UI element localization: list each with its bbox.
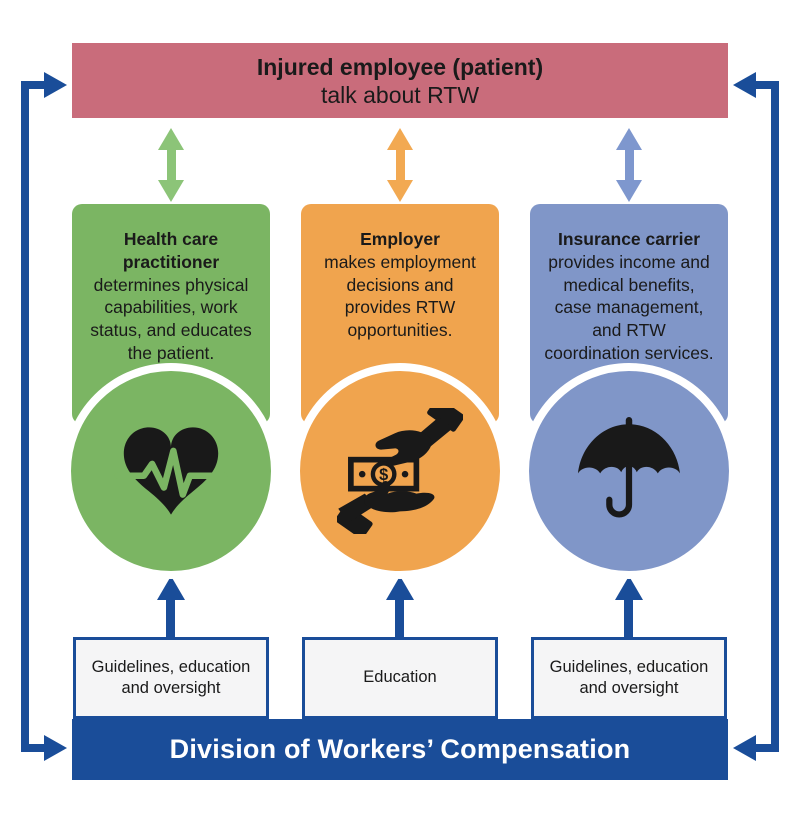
feedback-box-insurance: Guidelines, education and oversight	[531, 637, 727, 719]
feedback-box-label: Education	[363, 668, 437, 687]
feedback-box-employer: Education	[302, 637, 498, 719]
receiving-hand-icon	[337, 481, 435, 534]
arrowhead-down-icon	[616, 180, 642, 202]
up-arrow-stem	[624, 600, 633, 640]
injured-employee-banner-subtitle: talk about RTW	[320, 81, 480, 108]
employer-circle: $	[292, 363, 508, 579]
division-workers-compensation-banner: Division of Workers’ Compensation	[72, 719, 728, 780]
giving-hand-icon	[375, 408, 463, 467]
feedback-box-practitioner: Guidelines, education and oversight	[73, 637, 269, 719]
arrow-stem	[395, 150, 405, 180]
card-description: provides income and medical benefits, ca…	[544, 251, 714, 363]
up-arrowhead-icon	[386, 576, 414, 600]
left-bracket-line	[21, 81, 29, 752]
health-care-circle	[63, 363, 279, 579]
arrowhead-up-icon	[158, 128, 184, 150]
double-arrow-icon	[383, 128, 417, 202]
umbrella-icon	[578, 417, 680, 518]
arrowhead-down-icon	[158, 180, 184, 202]
arrowhead-up-icon	[616, 128, 642, 150]
left-bracket-bottom-arm	[21, 744, 49, 752]
card-title: Employer	[360, 229, 440, 249]
feedback-box-label: Guidelines, education and oversight	[549, 657, 709, 697]
left-arrowhead-icon	[733, 735, 756, 761]
arrow-stem	[166, 150, 176, 180]
insurance-circle	[521, 363, 737, 579]
feedback-box-label: Guidelines, education and oversight	[91, 657, 251, 697]
arrowhead-down-icon	[387, 180, 413, 202]
double-arrow-icon	[612, 128, 646, 202]
division-banner-label: Division of Workers’ Compensation	[169, 734, 631, 764]
injured-employee-banner-title: Injured employee (patient)	[256, 53, 544, 80]
left-arrowhead-icon	[733, 72, 756, 98]
arrowhead-up-icon	[387, 128, 413, 150]
money-exchange-icon: $	[337, 408, 463, 534]
up-arrow-stem	[395, 600, 404, 640]
up-arrow-stem	[166, 600, 175, 640]
card-description: makes employment decisions and provides …	[324, 251, 476, 340]
arrow-stem	[624, 150, 634, 180]
up-arrowhead-icon	[615, 576, 643, 600]
card-description: determines physical capabilities, work s…	[90, 274, 252, 363]
up-arrowhead-icon	[157, 576, 185, 600]
left-bracket-top-arm	[21, 81, 49, 89]
right-arrowhead-icon	[44, 72, 67, 98]
right-bracket-top-arm	[751, 81, 779, 89]
dollar-symbol: $	[379, 466, 388, 484]
heart-pulse-icon	[114, 427, 228, 515]
right-arrowhead-icon	[44, 735, 67, 761]
card-title: Insurance carrier	[557, 229, 701, 249]
card-title: Health care practitioner	[122, 229, 220, 272]
double-arrow-icon	[154, 128, 188, 202]
injured-employee-banner: Injured employee (patient) talk about RT…	[72, 43, 728, 118]
right-bracket-bottom-arm	[751, 744, 779, 752]
right-bracket-line	[771, 81, 779, 752]
